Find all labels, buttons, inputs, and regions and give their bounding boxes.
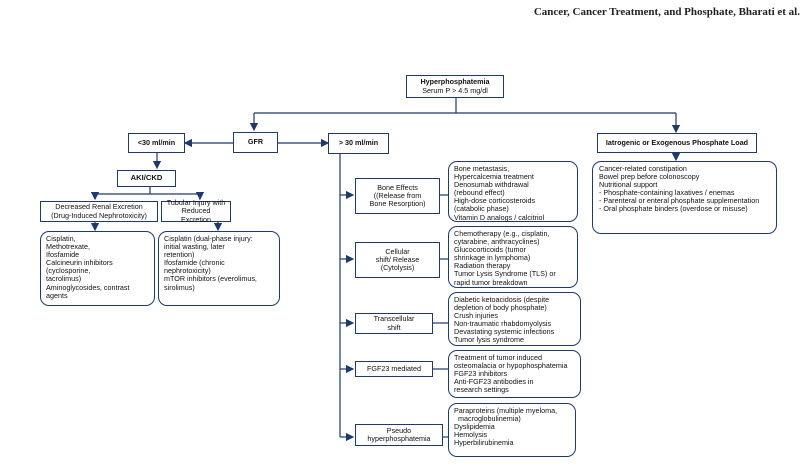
tubular-drug-item: retention)	[164, 250, 195, 260]
bone-effects-box: Bone Effects ((Release from Bone Resorpt…	[355, 178, 440, 214]
root-subtitle: Serum P > 4.5 mg/dl	[422, 85, 488, 95]
branch-item: shrinkage in lymphoma)	[454, 253, 531, 263]
running-header: Cancer, Cancer Treatment, and Phosphate,…	[533, 6, 800, 18]
branch-item: Denosumab withdrawal	[454, 180, 529, 190]
branch-item: Hemolysis	[454, 430, 488, 440]
branch-item: Vitamin D analogs / calcitriol	[454, 212, 545, 222]
renal-drug-item: Calcineurin inhibitors	[46, 258, 113, 268]
renal-drugs-box: Cisplatin, Methotrexate, Ifosfamide Calc…	[40, 231, 155, 306]
iatrogenic-box: Iatrogenic or Exogenous Phosphate Load	[597, 133, 757, 153]
pseudo-items-box: Paraproteins (multiple myeloma, macroglo…	[448, 403, 576, 457]
aki-ckd-box: AKI/CKD	[117, 170, 176, 187]
renal-drug-item: tacrolimus)	[46, 274, 82, 284]
branch-item: Devastating systemic infections	[454, 327, 555, 337]
branch-label-line: Pseudo	[386, 425, 412, 435]
branch-item: Tumor lysis syndrome	[454, 335, 525, 345]
cellular-shift-items-box: Chemotherapy (e.g., cisplatin, cytarabin…	[448, 226, 578, 288]
aki-ckd-label: AKI/CKD	[130, 173, 163, 183]
hyperphosphatemia-box: Hyperphosphatemia Serum P > 4.5 mg/dl	[406, 75, 504, 98]
branch-item: Paraproteins (multiple myeloma,	[454, 406, 558, 415]
renal-excretion-label: Decreased Renal Excretion (Drug-Induced …	[51, 202, 147, 220]
iatrogenic-items-box: Cancer-related constipation Bowel prep b…	[592, 161, 777, 234]
iatrogenic-item: - Oral phosphate binders (overdose or mi…	[599, 204, 748, 214]
gfr-box: GFR	[233, 132, 278, 153]
iatrogenic-item: - Phosphate-containing laxatives / enema…	[599, 188, 735, 198]
branch-item: FGF23 inhibitors	[454, 369, 508, 379]
fgf23-mediated-box: FGF23 mediated	[355, 361, 433, 377]
branch-item: Radiation therapy	[454, 261, 511, 271]
renal-excretion-box: Decreased Renal Excretion (Drug-Induced …	[40, 201, 158, 222]
gfr-above-30-label: > 30 ml/min	[338, 138, 379, 148]
branch-item: Glucocorticoids (tumor	[454, 245, 526, 255]
branch-item: Treatment of tumor induced	[454, 353, 543, 362]
branch-item: Non-traumatic rhabdomyolysis	[454, 319, 552, 329]
root-title: Hyperphosphatemia	[420, 77, 490, 87]
iatrogenic-item: Bowel prep before colonoscopy	[599, 172, 700, 182]
fgf23-items-box: Treatment of tumor induced osteomalacia …	[448, 350, 581, 398]
gfr-label: GFR	[247, 137, 264, 147]
tubular-drug-item: Cisplatin (dual-phase injury:	[164, 234, 253, 243]
tubular-injury-box: Tubular Injury with Reduced Excretion	[161, 198, 231, 224]
tubular-injury-label: Tubular Injury with Reduced Excretion	[166, 198, 226, 224]
renal-drug-item: (cyclosporine,	[46, 266, 91, 276]
branch-item: Anti-FGF23 antibodies in	[454, 377, 534, 387]
branch-item: Crush injuries	[454, 311, 498, 321]
branch-item: Bone metastasis,	[454, 164, 510, 173]
branch-item: High-dose corticosteroids	[454, 196, 536, 206]
branch-item: Hypercalcemia treatment	[454, 172, 534, 182]
pseudo-hyperphosphatemia-box: Pseudo hyperphosphatemia	[355, 424, 443, 446]
branch-label-line: ((Release from	[373, 190, 422, 200]
tubular-drugs-box: Cisplatin (dual-phase injury: initial wa…	[158, 231, 280, 306]
branch-item: cytarabine, anthracyclines)	[454, 237, 540, 247]
branch-label-line: Cellular	[385, 246, 410, 256]
gfr-above-30-box: > 30 ml/min	[328, 133, 389, 154]
cellular-shift-box: Cellular shift/ Release (Cytolysis)	[355, 242, 440, 278]
tubular-drug-item: initial wasting, later	[164, 242, 225, 252]
branch-item: depletion of body phosphate)	[454, 303, 547, 313]
branch-item: research settings	[454, 385, 509, 395]
iatrogenic-item: - Parenteral or enteral phosphate supple…	[599, 196, 760, 206]
tubular-drug-item: Ifosfamide (chronic	[164, 258, 225, 268]
branch-item: rapid tumor breakdown	[454, 277, 528, 287]
tubular-drug-item: nephrotoxicity)	[164, 266, 211, 276]
branch-label-line: (Cytolysis)	[380, 263, 415, 273]
iatrogenic-item: Cancer-related constipation	[599, 164, 687, 173]
branch-item: (rebound effect)	[454, 188, 505, 198]
branch-label-line: hyperphosphatemia	[367, 434, 431, 443]
gfr-below-30-box: <30 ml/min	[128, 133, 185, 153]
tubular-drug-item: sirolimus)	[164, 282, 195, 292]
branch-label-line: shift	[387, 322, 401, 332]
branch-label-line: FGF23 mediated	[367, 363, 421, 373]
branch-item: Diabetic ketoacidosis (despite	[454, 295, 550, 304]
branch-item: (catabolic phase)	[454, 204, 509, 214]
renal-drug-item: agents	[46, 290, 68, 300]
branch-item: macroglobulinemia)	[454, 414, 521, 424]
branch-label-line: Bone Effects	[377, 182, 418, 192]
renal-drug-item: Methotrexate,	[46, 242, 90, 252]
branch-item: Tumor Lysis Syndrome (TLS) or	[454, 269, 556, 279]
tubular-drug-item: mTOR inhibitors (everolimus,	[164, 274, 257, 284]
renal-drug-item: Ifosfamide	[46, 250, 80, 260]
branch-item: osteomalacia or hypophosphatemia	[454, 361, 568, 371]
transcellular-items-box: Diabetic ketoacidosis (despite depletion…	[448, 292, 581, 346]
renal-drug-item: Cisplatin,	[46, 234, 76, 243]
gfr-below-30-label: <30 ml/min	[137, 137, 176, 147]
branch-item: Chemotherapy (e.g., cisplatin,	[454, 229, 550, 238]
renal-drug-item: Aminoglycosides, contrast	[46, 282, 130, 292]
iatrogenic-label: Iatrogenic or Exogenous Phosphate Load	[605, 137, 749, 147]
branch-label-line: Transcellular	[373, 314, 415, 324]
iatrogenic-item: Nutritional support	[599, 180, 658, 190]
bone-effects-items-box: Bone metastasis, Hypercalcemia treatment…	[448, 161, 578, 222]
branch-label-line: shift/ Release	[375, 254, 420, 264]
transcellular-shift-box: Transcellular shift	[355, 313, 433, 334]
branch-item: Hyperbilirubinemia	[454, 438, 514, 448]
branch-label-line: Bone Resorption)	[369, 199, 426, 209]
branch-item: Dyslipidemia	[454, 422, 495, 432]
